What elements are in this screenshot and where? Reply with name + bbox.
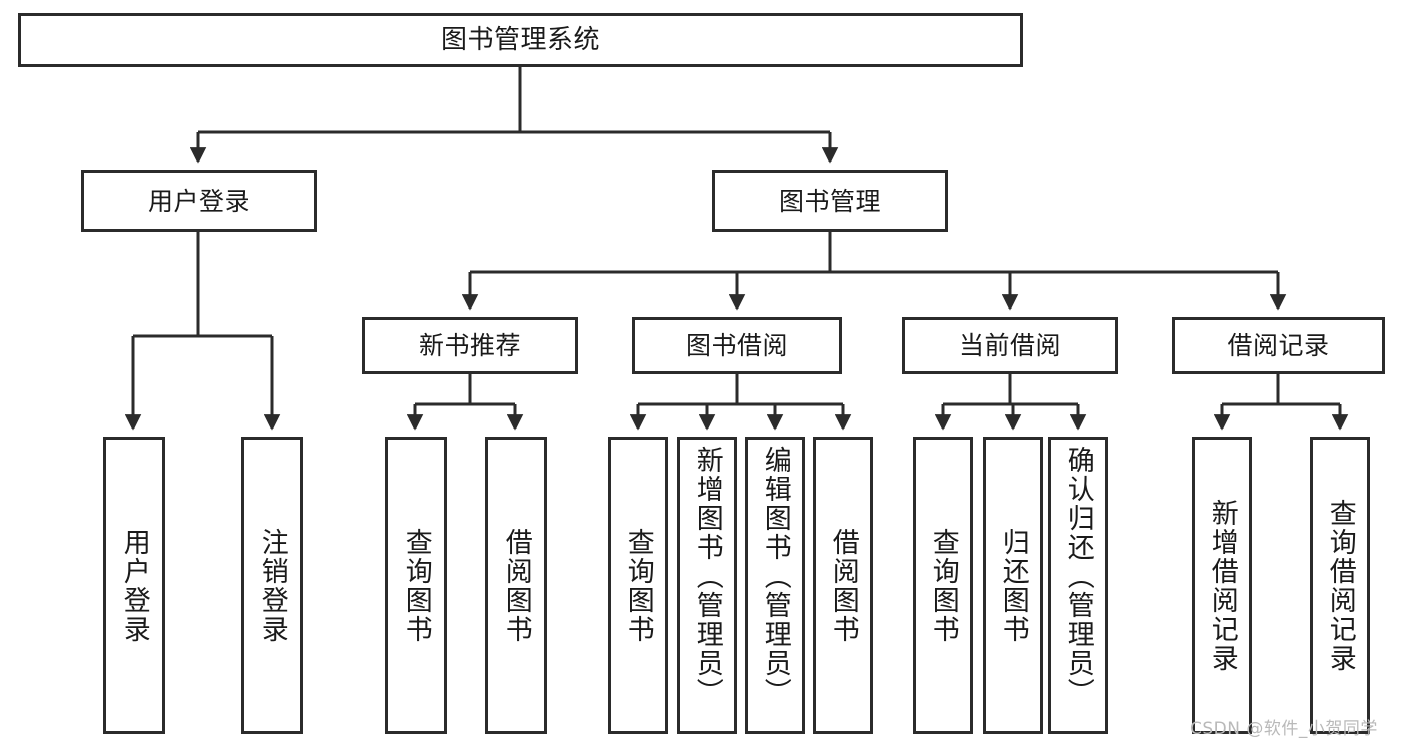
node-book-borrow[interactable]: 图书借阅 [632,317,842,374]
node-root[interactable]: 图书管理系统 [18,13,1023,67]
leaf-borrow-add-book-admin[interactable]: 新增图书（管理员） [677,437,737,734]
leaf-label: 注销登录 [256,527,288,644]
leaf-record-query-record[interactable]: 查询借阅记录 [1310,437,1370,734]
leaf-label: 查询图书 [927,527,959,644]
leaf-label: 借阅图书 [500,527,532,644]
node-book-borrow-label: 图书借阅 [685,331,788,360]
leaf-user-login-login[interactable]: 用户登录 [103,437,165,734]
leaf-borrow-edit-book-admin[interactable]: 编辑图书（管理员） [745,437,805,734]
leaf-record-add-record[interactable]: 新增借阅记录 [1192,437,1252,734]
leaf-label: 确认归还（管理员） [1062,446,1094,707]
node-new-book-recommend[interactable]: 新书推荐 [362,317,578,374]
node-borrow-record-label: 借阅记录 [1227,331,1330,360]
leaf-borrow-query-book[interactable]: 查询图书 [608,437,668,734]
leaf-label: 新增图书（管理员） [691,446,723,707]
leaf-label: 借阅图书 [827,527,859,644]
leaf-current-return-book[interactable]: 归还图书 [983,437,1043,734]
node-current-borrow-label: 当前借阅 [958,331,1061,360]
leaf-label: 用户登录 [118,527,150,644]
leaf-user-login-logout[interactable]: 注销登录 [241,437,303,734]
node-new-book-recommend-label: 新书推荐 [418,331,521,360]
leaf-label: 查询图书 [400,527,432,644]
node-current-borrow[interactable]: 当前借阅 [902,317,1118,374]
node-root-label: 图书管理系统 [440,24,600,55]
leaf-label: 新增借阅记录 [1206,498,1238,673]
node-book-management[interactable]: 图书管理 [712,170,948,232]
leaf-recommend-query-book[interactable]: 查询图书 [385,437,447,734]
node-book-management-label: 图书管理 [778,186,881,216]
node-user-login-label: 用户登录 [147,186,250,216]
leaf-label: 查询图书 [622,527,654,644]
leaf-current-query-book[interactable]: 查询图书 [913,437,973,734]
leaf-label: 编辑图书（管理员） [759,446,791,707]
node-borrow-record[interactable]: 借阅记录 [1172,317,1385,374]
leaf-recommend-borrow-book[interactable]: 借阅图书 [485,437,547,734]
leaf-borrow-borrow-book[interactable]: 借阅图书 [813,437,873,734]
leaf-current-confirm-return-admin[interactable]: 确认归还（管理员） [1048,437,1108,734]
csdn-watermark: CSDN @软件_小贺同学 [1190,719,1378,739]
leaf-label: 归还图书 [997,527,1029,644]
node-user-login[interactable]: 用户登录 [81,170,317,232]
leaf-label: 查询借阅记录 [1324,498,1356,673]
